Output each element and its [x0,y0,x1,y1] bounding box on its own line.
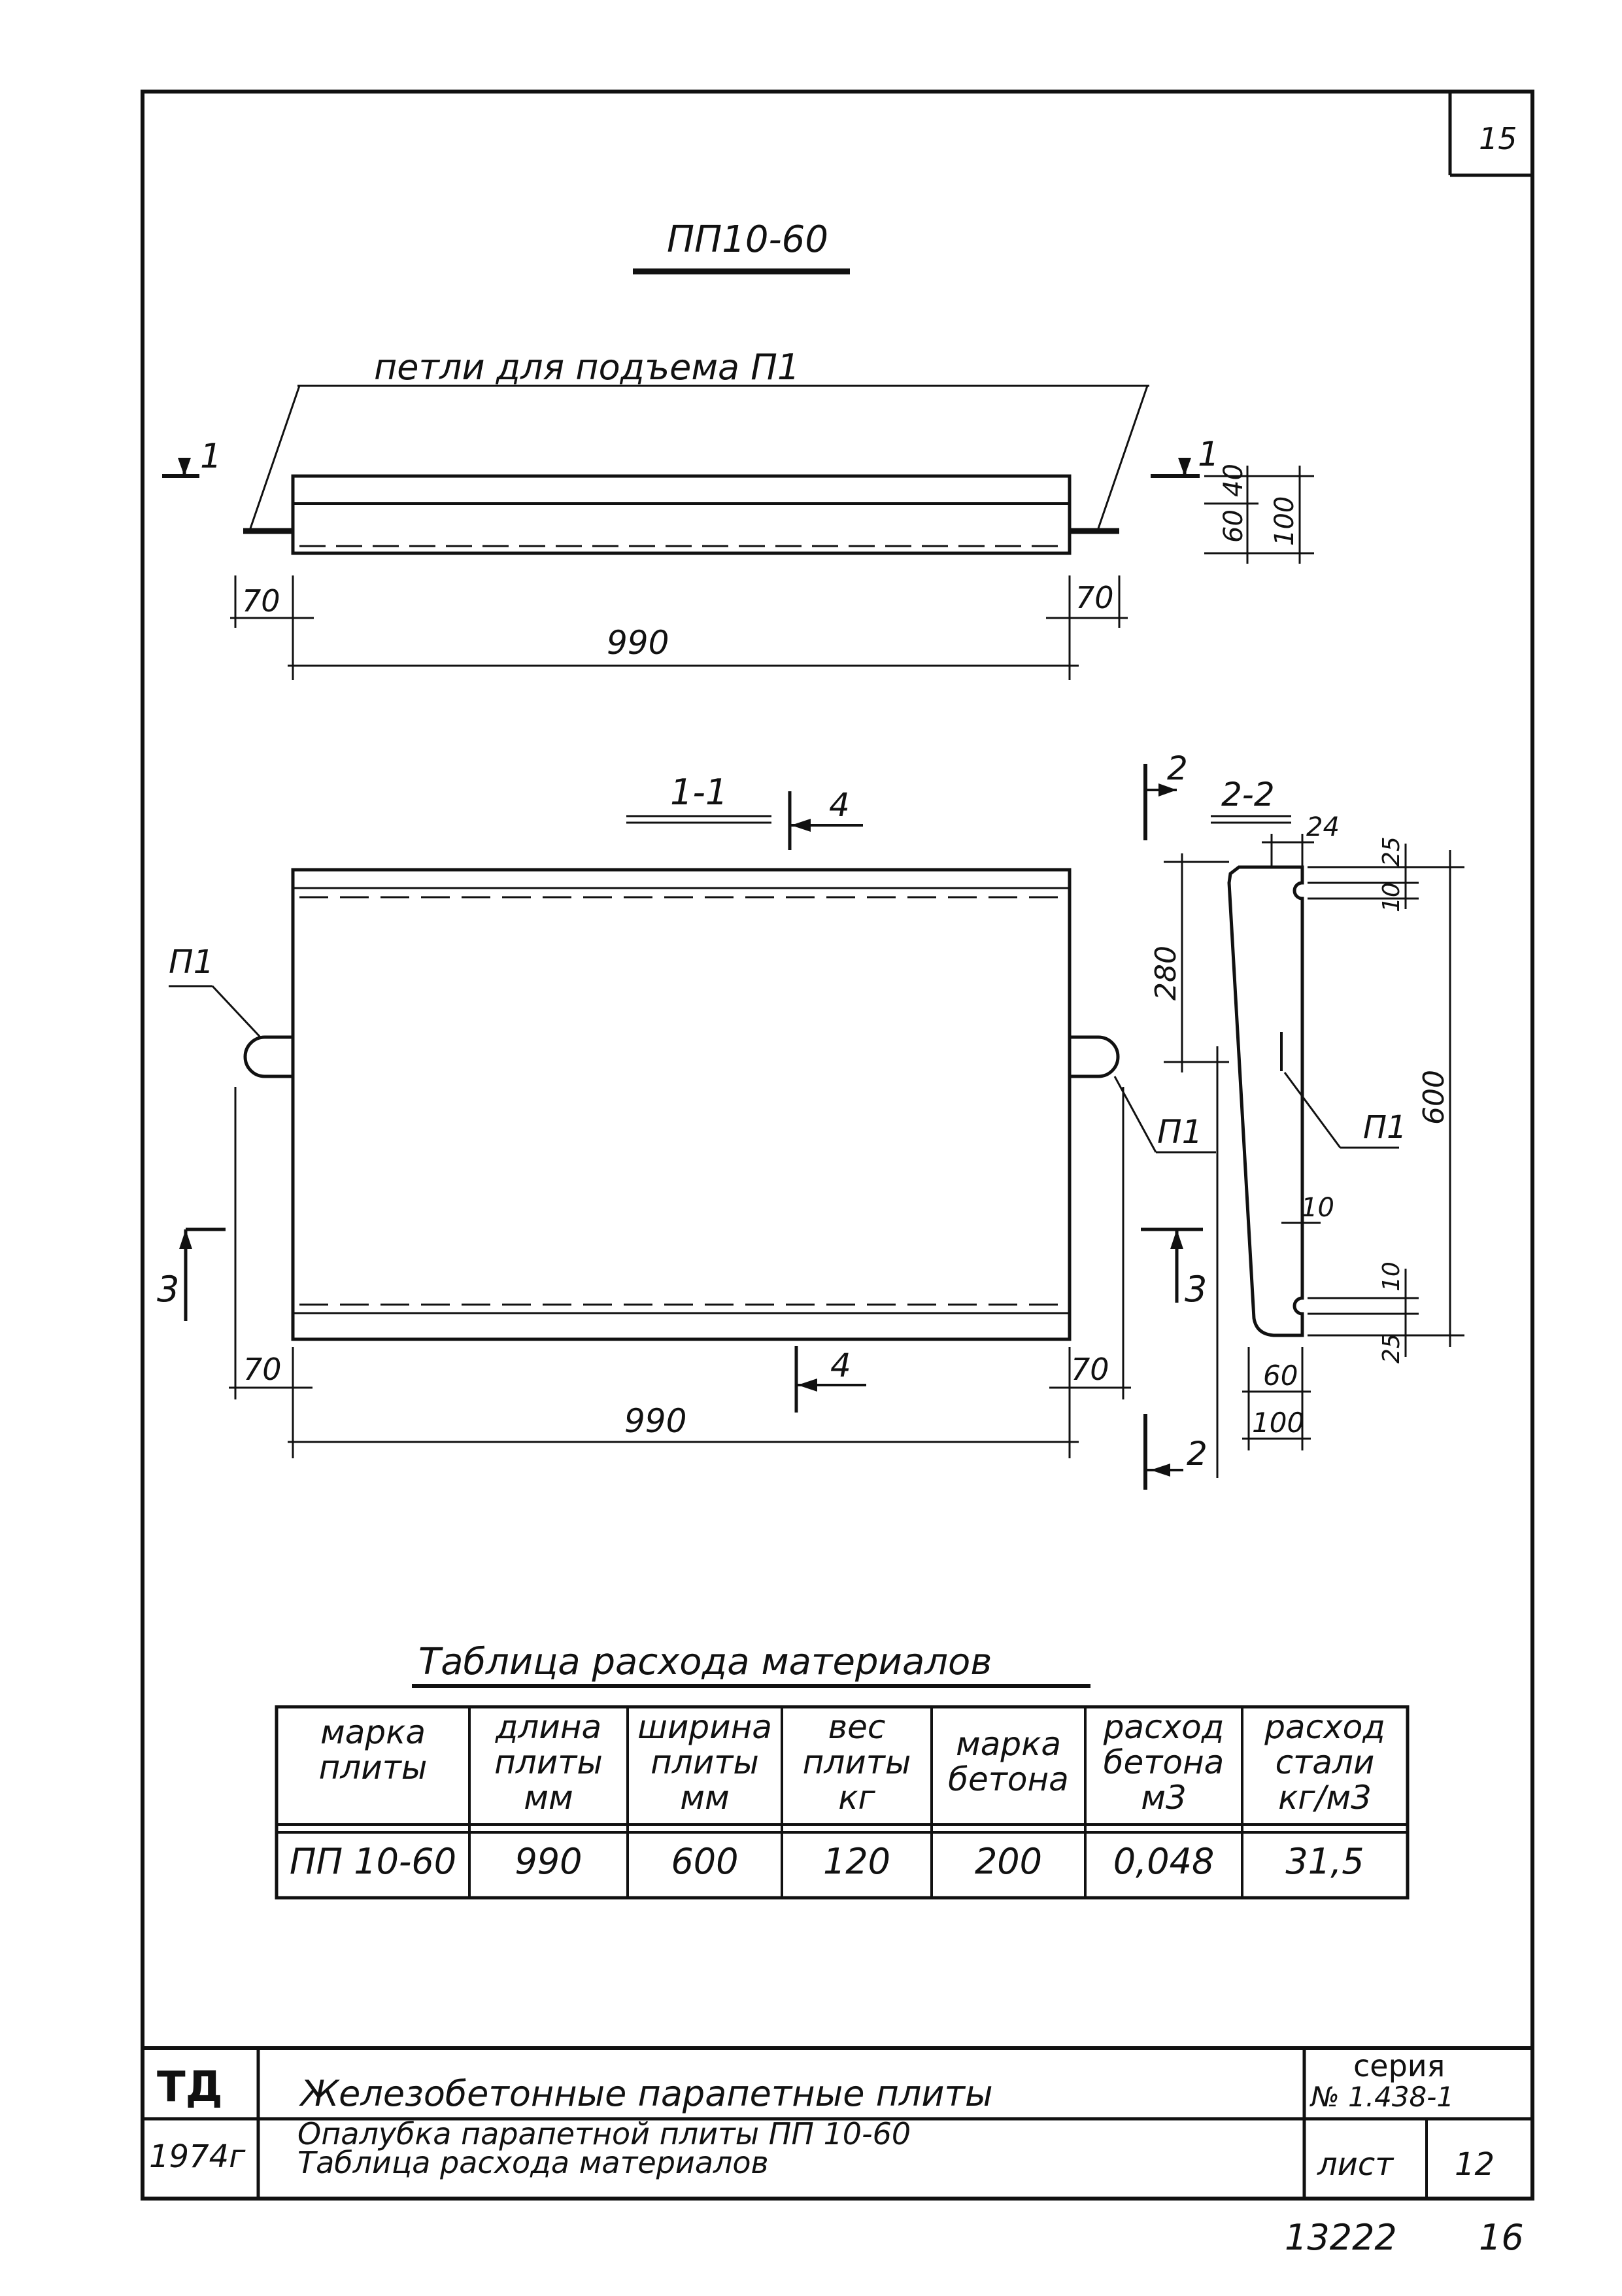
table-header-width: ширина плиты мм [637,1708,772,1817]
table-cell-concrete-use: 0,048 [1113,1841,1215,1882]
loop-label-left: П1 [169,943,214,981]
org-logo: ТД [157,2063,223,2112]
loop-label-right: П1 [1157,1113,1202,1151]
section-2-2-dim-24: 24 [1306,812,1340,842]
plan-dim-h3: 100 [1270,496,1300,546]
section-2-2: 2 2-2 2 П1 280 24 25 10 600 [1143,749,1464,1490]
table-cell-steel-use: 31,5 [1285,1841,1364,1882]
section-1-1-dim-total: 990 [624,1402,686,1440]
title-block-sub-title-2: Таблица расхода материалов [297,2145,769,2180]
title-block-main-title: Железобетонные парапетные плиты [301,2073,993,2114]
table-cell-concrete-grade: 200 [974,1841,1043,1882]
sheet-frame [141,90,1534,2201]
table-cell-length: 990 [515,1841,583,1882]
section-1-1-dim-right: 70 [1071,1352,1109,1387]
section-2-2-dim-280: 280 [1149,946,1183,1001]
table-header-steel-use: расход стали кг/м3 [1264,1708,1385,1817]
title-block-series-label: серия [1353,2048,1445,2083]
section-2-2-title: 2-2 [1221,776,1275,814]
title-block-series-number: № 1.438-1 [1311,2081,1455,2113]
title-block-year: 1974г [149,2138,246,2175]
section-mark-3-left: 3 [157,1269,179,1310]
table-header-concrete-grade: марка бетона [948,1725,1069,1798]
section-2-2-dim-600: 600 [1417,1070,1451,1125]
section-mark-1-left: 1 [200,437,222,476]
drawing-title: ПП10-60 [667,218,828,261]
section-2-2-dim-60: 60 [1263,1360,1298,1392]
section-2-2-dim-10-mid: 10 [1301,1193,1334,1223]
plan-dim-left: 70 [242,583,280,619]
section-mark-3-right: 3 [1185,1269,1207,1310]
table-header-weight: вес плиты кг [802,1708,911,1817]
table-header-concrete-use: расход бетона м3 [1103,1708,1225,1817]
section-2-2-dim-100: 100 [1252,1407,1304,1439]
title-block-sub-title-1: Опалубка парапетной плиты ПП 10-60 [297,2116,911,2151]
title-block-sheet-label: лист [1317,2146,1394,2183]
table-header-mark: марка плиты [318,1713,428,1787]
loops-label: петли для подъема П1 [374,347,800,388]
section-2-2-dim-10-bot: 10 [1378,1261,1405,1292]
table-cell-mark: ПП 10-60 [289,1841,457,1882]
section-2-2-profile [1227,865,1304,1337]
section-mark-2-top: 2 [1167,749,1188,787]
bottom-page-number: 16 [1479,2217,1524,2258]
section-mark-4-bottom: 4 [830,1346,851,1384]
section-1-1-slab [291,868,1072,1341]
section-1-1-dim-left: 70 [243,1352,282,1387]
plan-view: петли для подъема П1 1 1 70 70 990 [162,347,1314,680]
loop-left [243,1035,293,1078]
bottom-doc-number: 13222 [1285,2217,1397,2258]
section-mark-1-right: 1 [1198,435,1219,474]
materials-table: Таблица расхода материалов [275,1641,1410,1900]
section-2-2-loop-label: П1 [1363,1109,1407,1146]
section-mark-4-top: 4 [829,786,850,824]
section-2-2-dim-25-top: 25 [1378,836,1405,866]
title-block [143,2046,1532,2199]
sheet-number: 15 [1479,121,1517,156]
section-2-2-dim-10-top: 10 [1378,882,1405,912]
plan-dim-h2: 40 [1219,464,1249,497]
table-cell-weight: 120 [822,1841,891,1882]
plan-dim-h1: 60 [1219,509,1249,543]
section-mark-2-bottom: 2 [1187,1435,1208,1473]
plan-dim-total: 990 [607,624,669,662]
plan-dim-right: 70 [1075,580,1114,615]
section-2-2-dim-25-bot: 25 [1378,1333,1405,1363]
table-title: Таблица расхода материалов [418,1641,992,1683]
table-frame [275,1705,1410,1900]
section-1-1-title: 1-1 [670,772,728,813]
table-header-length: длина плиты мм [494,1708,603,1817]
plan-slab-outline [291,474,1072,555]
table-cell-width: 600 [671,1841,739,1882]
title-block-sheet-value: 12 [1455,2146,1495,2183]
section-1-1: 1-1 4 П1 П1 3 3 [157,772,1216,1458]
loop-right [1070,1035,1120,1078]
